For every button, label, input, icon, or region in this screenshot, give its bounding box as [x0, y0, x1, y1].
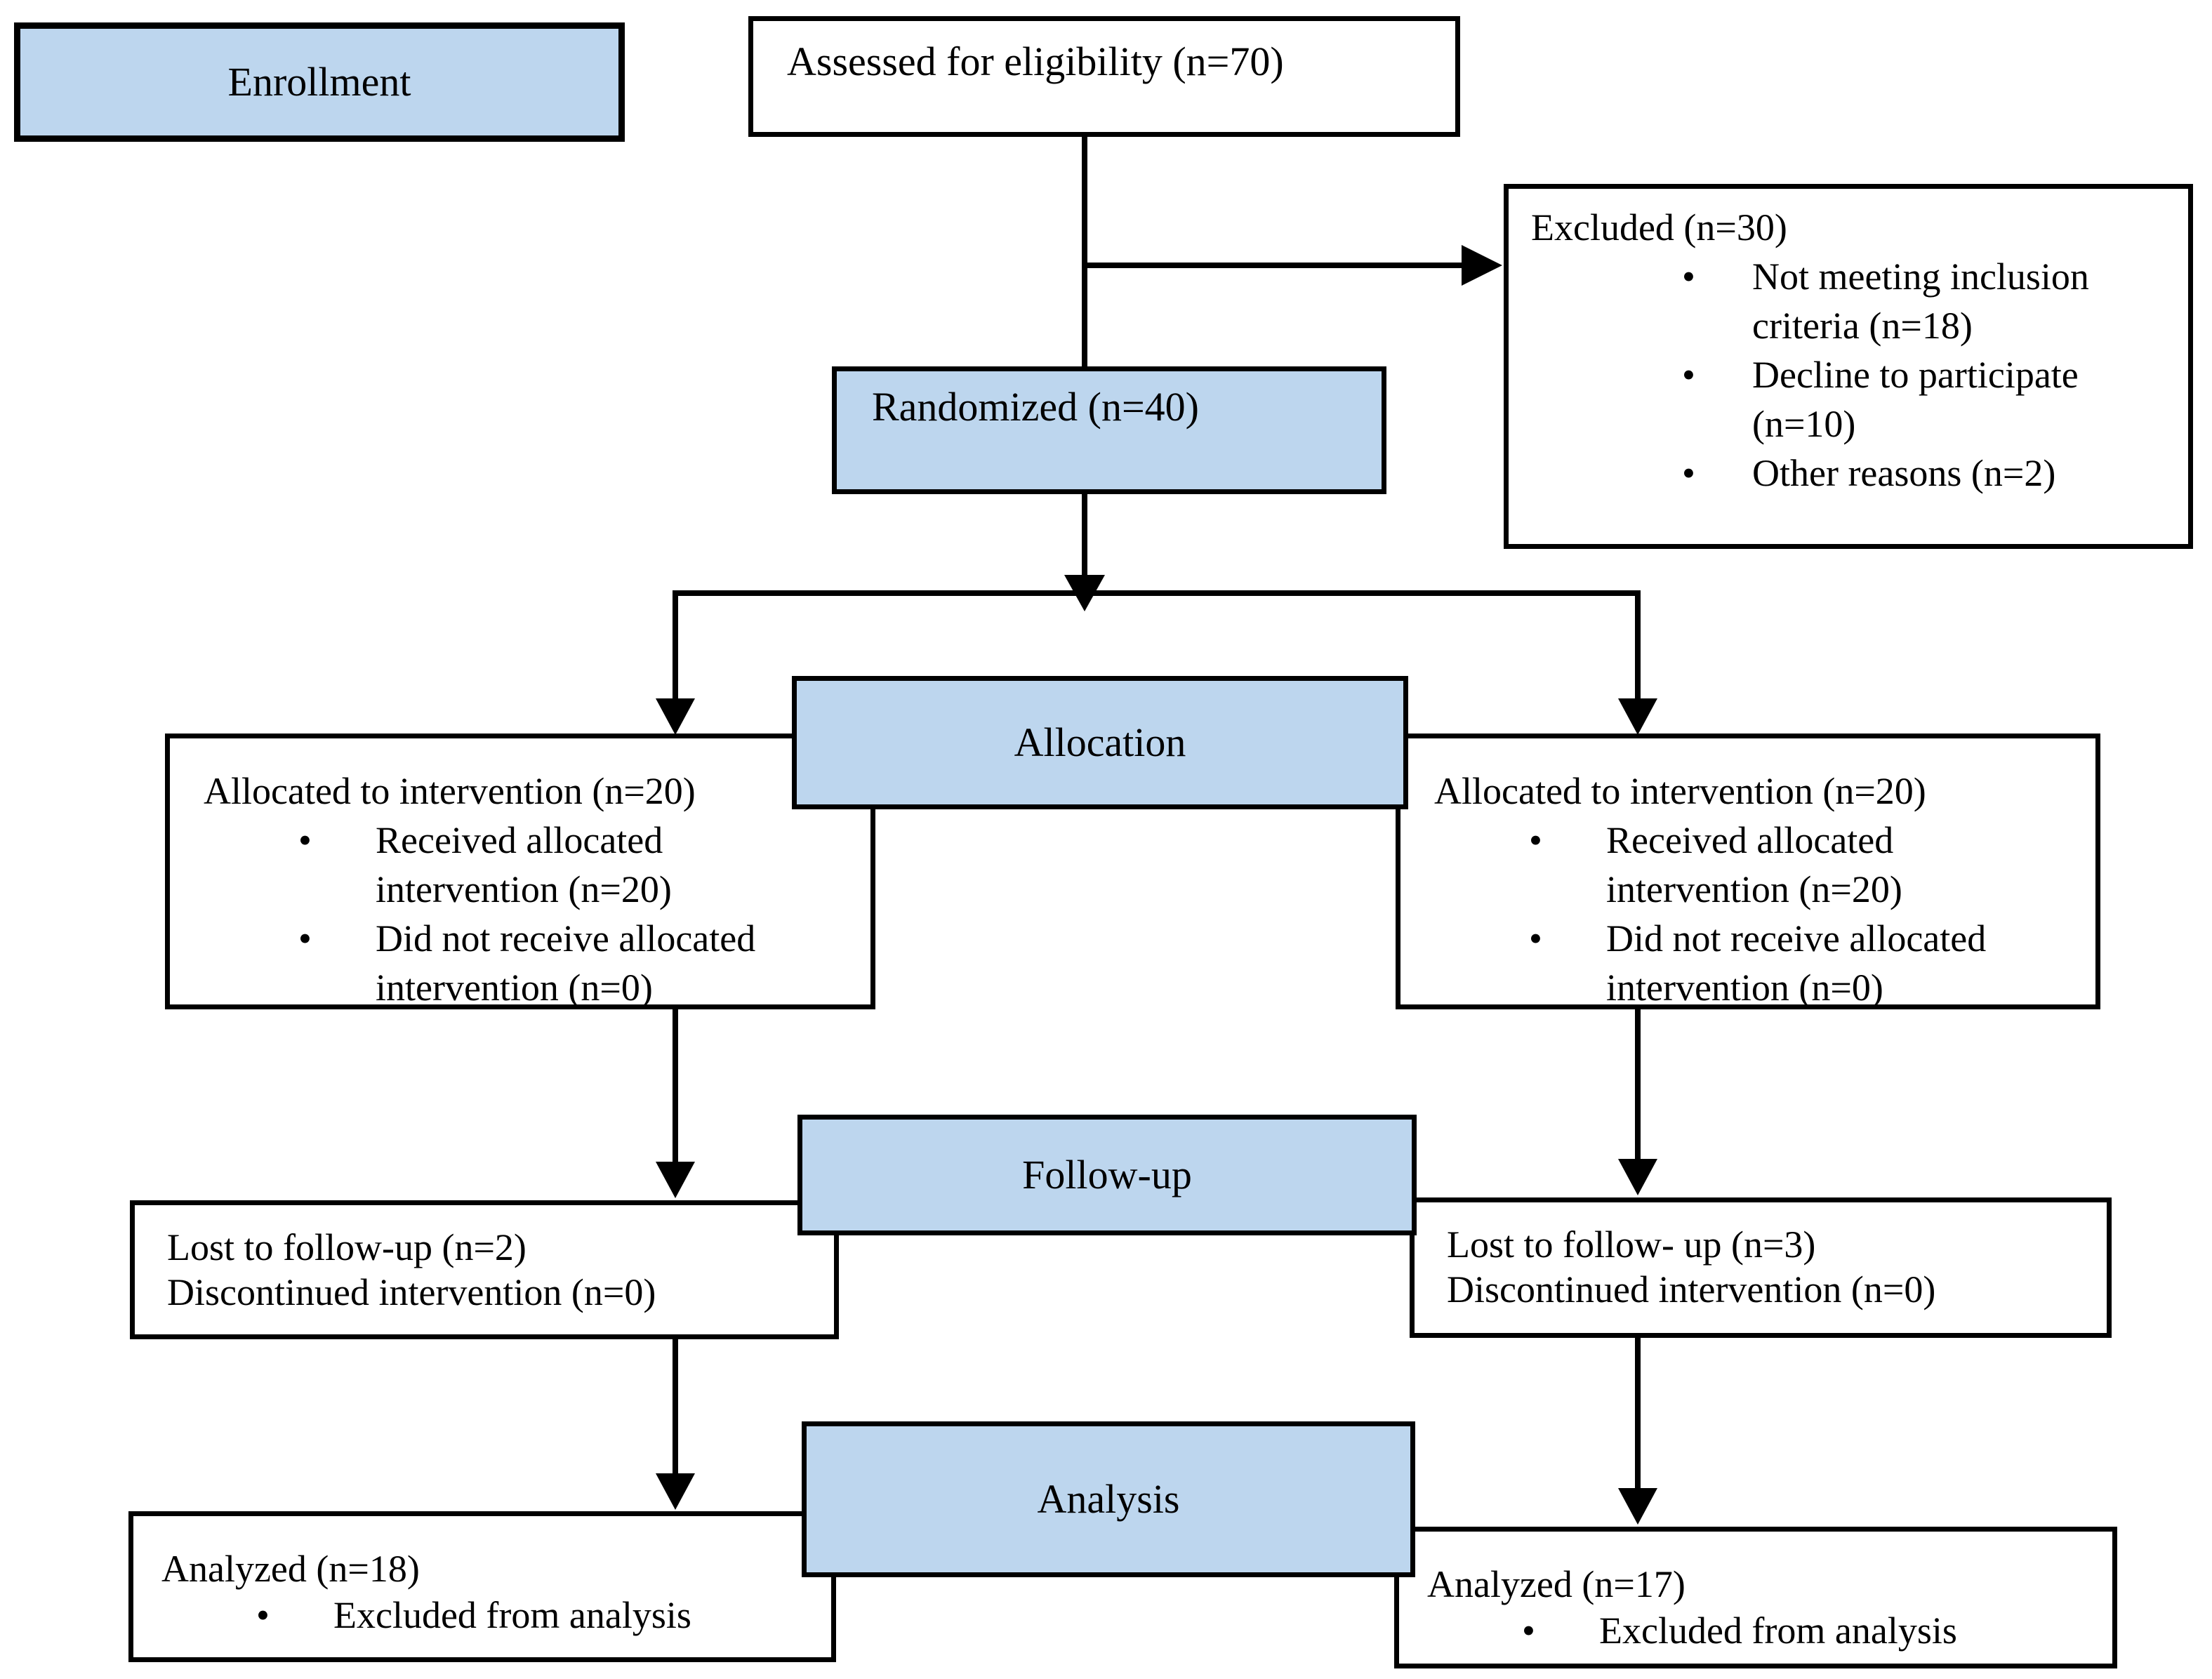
analyzed-right-item-text: Excluded from analysis — [1599, 1610, 1957, 1652]
arrowhead-into-alloc-left — [656, 698, 695, 735]
allocated-left-item-text: Did not receive allocated intervention (… — [376, 917, 756, 1009]
allocated-left-item: • Received allocated intervention (n=20) — [298, 816, 849, 914]
assessed-eligibility-label: Assessed for eligibility (n=70) — [787, 39, 1284, 84]
analysis-stage-box: Analysis — [802, 1421, 1415, 1577]
bullet-icon: • — [1682, 255, 1695, 298]
analyzed-right-box: Analyzed (n=17) • Excluded from analysis — [1394, 1527, 2117, 1668]
allocated-right-box: Allocated to intervention (n=20) • Recei… — [1396, 734, 2100, 1009]
excluded-item: • Decline to participate (n=10) — [1682, 350, 2167, 449]
allocated-left-box: Allocated to intervention (n=20) • Recei… — [165, 734, 875, 1009]
followup-stage-label: Follow-up — [1022, 1152, 1192, 1197]
arrowhead-into-alloc-right — [1618, 698, 1657, 735]
bullet-icon: • — [1529, 917, 1542, 960]
followup-left-line: Lost to follow-up (n=2) — [167, 1226, 526, 1268]
arrowhead-into-ana-right — [1618, 1488, 1657, 1525]
excluded-item: • Other reasons (n=2) — [1682, 449, 2167, 498]
followup-right-line: Discontinued intervention (n=0) — [1447, 1268, 1936, 1310]
excluded-title: Excluded (n=30) — [1531, 206, 1787, 248]
followup-left-box: Lost to follow-up (n=2) Discontinued int… — [130, 1200, 839, 1339]
enrollment-stage-box: Enrollment — [14, 22, 625, 142]
analyzed-right-title: Analyzed (n=17) — [1427, 1563, 1686, 1605]
excluded-item-text: Decline to participate (n=10) — [1752, 354, 2079, 445]
randomized-box: Randomized (n=40) — [832, 366, 1386, 494]
arrowhead-into-ana-left — [656, 1473, 695, 1510]
excluded-item-text: Not meeting inclusion criteria (n=18) — [1752, 255, 2089, 347]
bullet-icon: • — [1522, 1610, 1535, 1652]
bullet-icon: • — [298, 917, 312, 960]
arrowhead-to-excluded — [1462, 245, 1502, 286]
allocation-stage-box: Allocation — [792, 676, 1408, 809]
allocated-right-item-text: Received allocated intervention (n=20) — [1606, 819, 1902, 910]
bullet-icon: • — [1682, 354, 1695, 396]
analysis-stage-label: Analysis — [1037, 1476, 1180, 1522]
excluded-box: Excluded (n=30) • Not meeting inclusion … — [1504, 184, 2193, 549]
arrowhead-into-fu-left — [656, 1162, 695, 1198]
allocated-left-title: Allocated to intervention (n=20) — [204, 770, 696, 812]
allocation-stage-label: Allocation — [1014, 719, 1186, 765]
analyzed-left-item-text: Excluded from analysis — [333, 1594, 691, 1636]
allocated-left-item: • Did not receive allocated intervention… — [298, 914, 849, 1012]
analyzed-left-title: Analyzed (n=18) — [161, 1548, 420, 1590]
allocated-right-title: Allocated to intervention (n=20) — [1434, 770, 1926, 812]
randomized-label: Randomized (n=40) — [872, 384, 1199, 430]
arrowhead-randomized-down — [1064, 575, 1105, 611]
excluded-item-text: Other reasons (n=2) — [1752, 452, 2056, 494]
enrollment-stage-label: Enrollment — [227, 59, 411, 105]
followup-right-box: Lost to follow- up (n=3) Discontinued in… — [1410, 1197, 2112, 1338]
allocated-right-item: • Received allocated intervention (n=20) — [1529, 816, 2074, 914]
arrowhead-into-fu-right — [1618, 1159, 1657, 1195]
allocated-right-item: • Did not receive allocated intervention… — [1529, 914, 2074, 1012]
assessed-eligibility-box: Assessed for eligibility (n=70) — [748, 16, 1460, 137]
bullet-icon: • — [1529, 819, 1542, 861]
followup-right-line: Lost to follow- up (n=3) — [1447, 1223, 1816, 1266]
bullet-icon: • — [256, 1594, 270, 1636]
bullet-icon: • — [1682, 452, 1695, 494]
allocated-left-item-text: Received allocated intervention (n=20) — [376, 819, 672, 910]
bullet-icon: • — [298, 819, 312, 861]
followup-left-line: Discontinued intervention (n=0) — [167, 1271, 656, 1313]
followup-stage-box: Follow-up — [797, 1115, 1417, 1235]
excluded-item: • Not meeting inclusion criteria (n=18) — [1682, 252, 2167, 350]
analyzed-left-box: Analyzed (n=18) • Excluded from analysis — [128, 1511, 836, 1662]
analyzed-left-item: • Excluded from analysis — [256, 1592, 813, 1638]
analyzed-right-item: • Excluded from analysis — [1522, 1607, 2094, 1654]
allocated-right-item-text: Did not receive allocated intervention (… — [1606, 917, 1987, 1009]
